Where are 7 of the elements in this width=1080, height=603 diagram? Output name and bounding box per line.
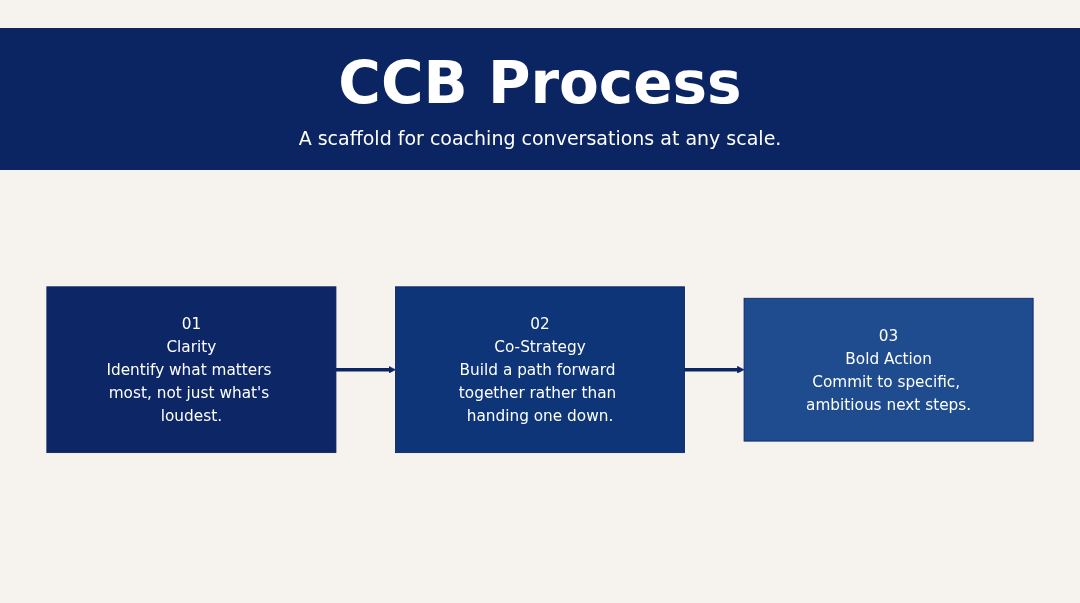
- node-box: 03 Bold Action Commit to specific, ambitious next steps.: [743, 298, 1034, 442]
- title: CCB Process: [338, 49, 742, 117]
- arrow: [684, 366, 745, 374]
- node-box: 01 Clarity Identify what matters most, not just what's loudest.: [46, 286, 337, 454]
- node-box: 02 Co-Strategy Build a path forward together rather than handing one down.: [395, 286, 685, 454]
- subtitle: A scaffold for coaching conversations at any scale.: [298, 127, 782, 149]
- arrow: [335, 366, 396, 374]
